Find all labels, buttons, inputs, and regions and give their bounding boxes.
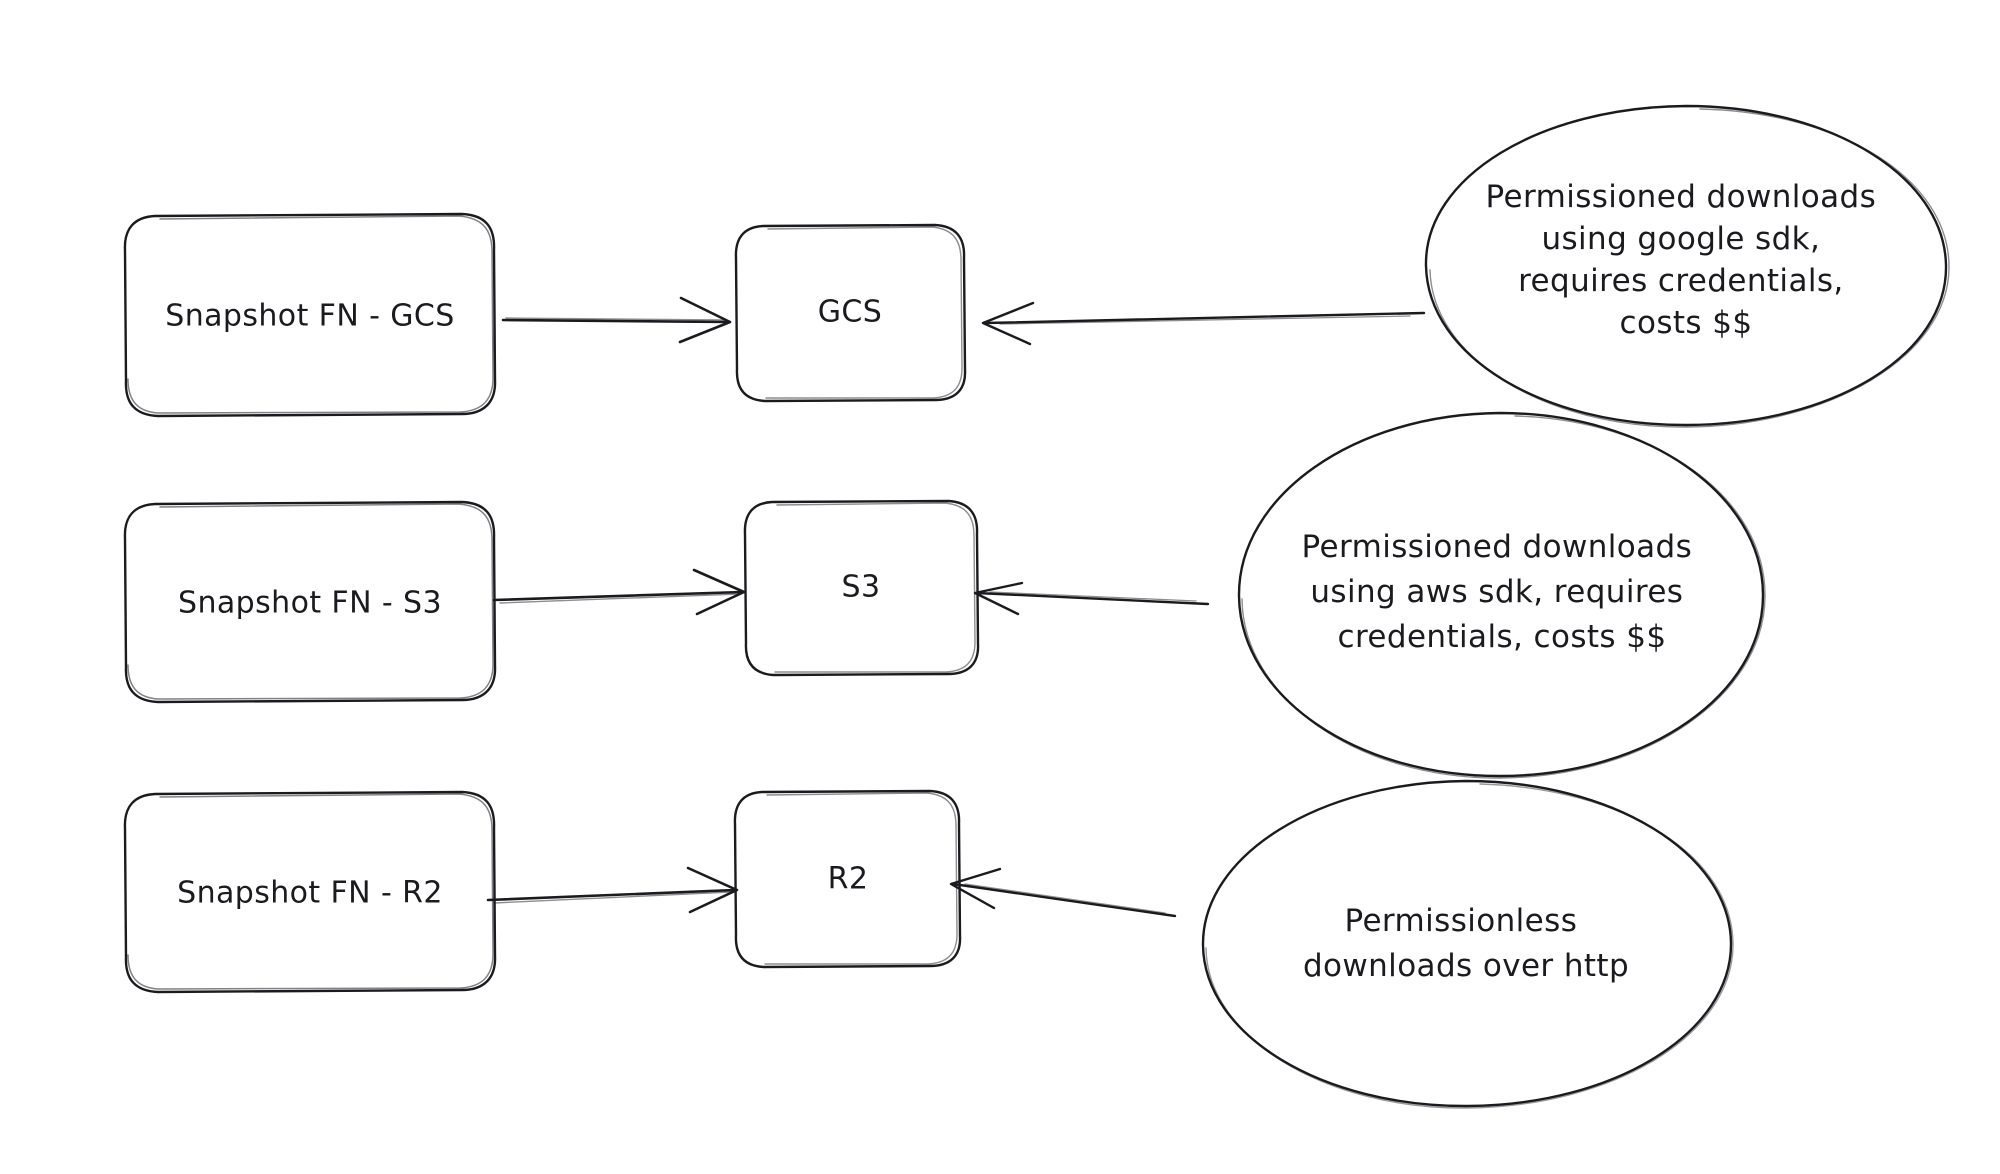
note-s3-label: Permissioned downloads using aws sdk, re… [1302, 529, 1703, 655]
arrow-snapshot-r2-to-r2 [486, 866, 739, 914]
arrow-note-s3-to-s3 [973, 581, 1210, 616]
node-snapshot-fn-gcs-label: Snapshot FN - GCS [165, 299, 454, 334]
node-r2-label: R2 [828, 862, 869, 897]
note-r2-label: Permissionless downloads over http [1303, 903, 1629, 984]
note-r2[interactable]: Permissionless downloads over http [1201, 779, 1734, 1109]
node-gcs[interactable]: GCS [734, 223, 967, 403]
node-snapshot-fn-s3-label: Snapshot FN - S3 [178, 586, 442, 621]
arrow-snapshot-s3-to-s3 [492, 568, 746, 616]
note-gcs-label: Permissioned downloads using google sdk,… [1486, 179, 1887, 341]
arrow-note-gcs-to-gcs [981, 301, 1426, 346]
node-snapshot-fn-gcs[interactable]: Snapshot FN - GCS [123, 212, 497, 418]
node-snapshot-fn-s3[interactable]: Snapshot FN - S3 [123, 500, 497, 704]
arrow-note-r2-to-r2 [949, 867, 1177, 918]
node-s3[interactable]: S3 [743, 499, 980, 677]
note-gcs[interactable]: Permissioned downloads using google sdk,… [1424, 104, 1950, 428]
node-snapshot-fn-r2[interactable]: Snapshot FN - R2 [123, 790, 497, 994]
node-r2[interactable]: R2 [733, 789, 962, 969]
note-s3[interactable]: Permissioned downloads using aws sdk, re… [1237, 411, 1766, 779]
node-s3-label: S3 [842, 570, 881, 605]
node-snapshot-fn-r2-label: Snapshot FN - R2 [177, 876, 443, 911]
node-gcs-label: GCS [818, 295, 882, 330]
arrow-snapshot-gcs-to-gcs [501, 296, 732, 344]
